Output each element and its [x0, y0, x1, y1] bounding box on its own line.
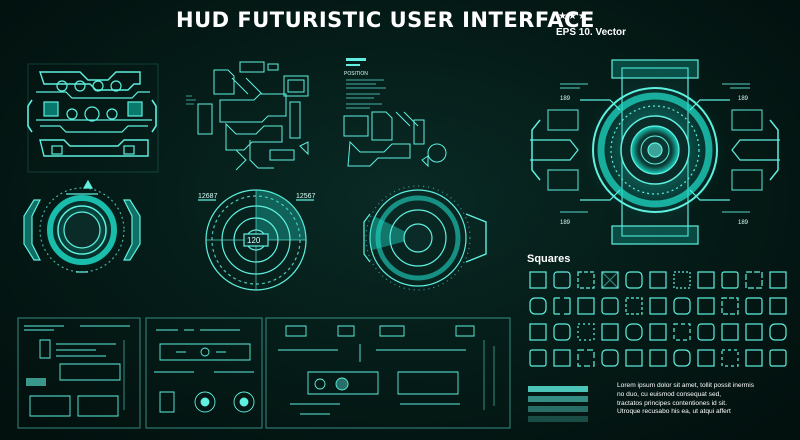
gauge-right	[363, 185, 487, 291]
lorem-line-2: no duo, cu euismod consequat sed,	[617, 390, 722, 398]
squares-title: Squares	[527, 253, 571, 265]
gauge-speed-center	[198, 189, 314, 291]
format-label: EPS 10. Vector	[556, 27, 627, 38]
gauge-left	[23, 179, 141, 273]
big-hud-corner-bl: 189	[560, 220, 571, 226]
squares-grid	[529, 271, 787, 367]
position-label: POSITION	[344, 71, 368, 77]
page-title: HUD FUTURISTIC USER INTERFACE	[176, 8, 595, 32]
hud-large-right	[530, 59, 780, 245]
progress-bars	[528, 386, 588, 422]
speed-right-label: 12567	[296, 193, 316, 200]
panel-controls-bottom-right	[265, 317, 511, 429]
big-hud-corner-br: 189	[738, 220, 749, 226]
big-hud-corner-tr: 189	[738, 96, 749, 102]
speed-center-label: 120	[247, 236, 261, 245]
panel-tech-top-middle	[186, 61, 309, 171]
lorem-line-1: Lorem ipsum dolor sit amet, tollit possi…	[617, 382, 755, 389]
lorem-text: Lorem ipsum dolor sit amet, tollit possi…	[617, 382, 797, 417]
lorem-line-4: Utroque recusabo his ea, ut atqui affert	[617, 408, 731, 416]
speed-left-label: 12687	[198, 193, 218, 200]
lorem-line-3: tractatos principes contentiones id sit.	[617, 399, 727, 407]
panel-dashboard-bottom-left	[17, 317, 141, 429]
panel-info-top-right	[343, 58, 447, 168]
big-hud-corner-tl: 189	[560, 96, 571, 102]
panel-mech-top-left	[27, 63, 159, 173]
rating-stars: ★★★	[558, 11, 588, 22]
panel-controls-bottom-middle	[145, 317, 263, 429]
